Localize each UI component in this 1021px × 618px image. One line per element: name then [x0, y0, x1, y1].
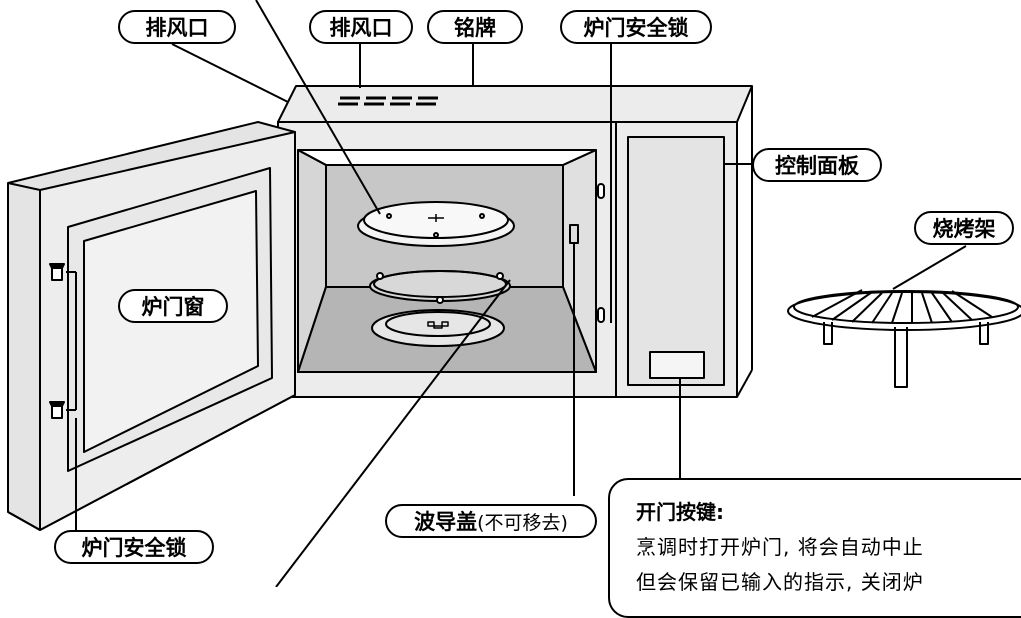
- label-waveguide-cover: 波导盖(不可移去): [385, 504, 597, 538]
- coupler: [371, 309, 505, 347]
- waveguide-cover-name: 波导盖: [414, 510, 478, 534]
- label-door-interlock-bottom: 炉门安全锁: [54, 530, 214, 564]
- waveguide-cover-note: (不可移去): [477, 511, 568, 534]
- microwave-oven-diagram: [7, 0, 1021, 587]
- door-button-note: 开门按键: 烹调时打开炉门, 将会自动中止 但会保留已输入的指示, 关闭炉: [608, 478, 1021, 618]
- control-panel: [627, 136, 725, 386]
- grill-rack: [787, 289, 1021, 388]
- door-button-note-title: 开门按键:: [636, 500, 724, 524]
- oven-door: [7, 121, 296, 531]
- label-control-panel: 控制面板: [752, 148, 882, 182]
- label-exhaust-left: 排风口: [118, 10, 236, 44]
- label-door-interlock-top: 炉门安全锁: [560, 10, 712, 44]
- waveguide-cover: [569, 224, 579, 244]
- label-nameplate: 铭牌: [427, 10, 523, 44]
- oven-cavity: [297, 149, 597, 373]
- label-grill-rack: 烧烤架: [914, 211, 1014, 245]
- door-button-note-line-2: 但会保留已输入的指示, 关闭炉: [636, 570, 924, 594]
- top-exhaust-vent: [338, 96, 438, 106]
- label-exhaust-top: 排风口: [309, 10, 413, 44]
- interlock-slots: [597, 183, 605, 323]
- door-latches: [49, 263, 77, 419]
- roller-ring: [369, 270, 511, 304]
- door-button-note-line-1: 烹调时打开炉门, 将会自动中止: [636, 535, 924, 559]
- label-door-window: 炉门窗: [118, 289, 228, 323]
- glass-tray: [357, 201, 515, 247]
